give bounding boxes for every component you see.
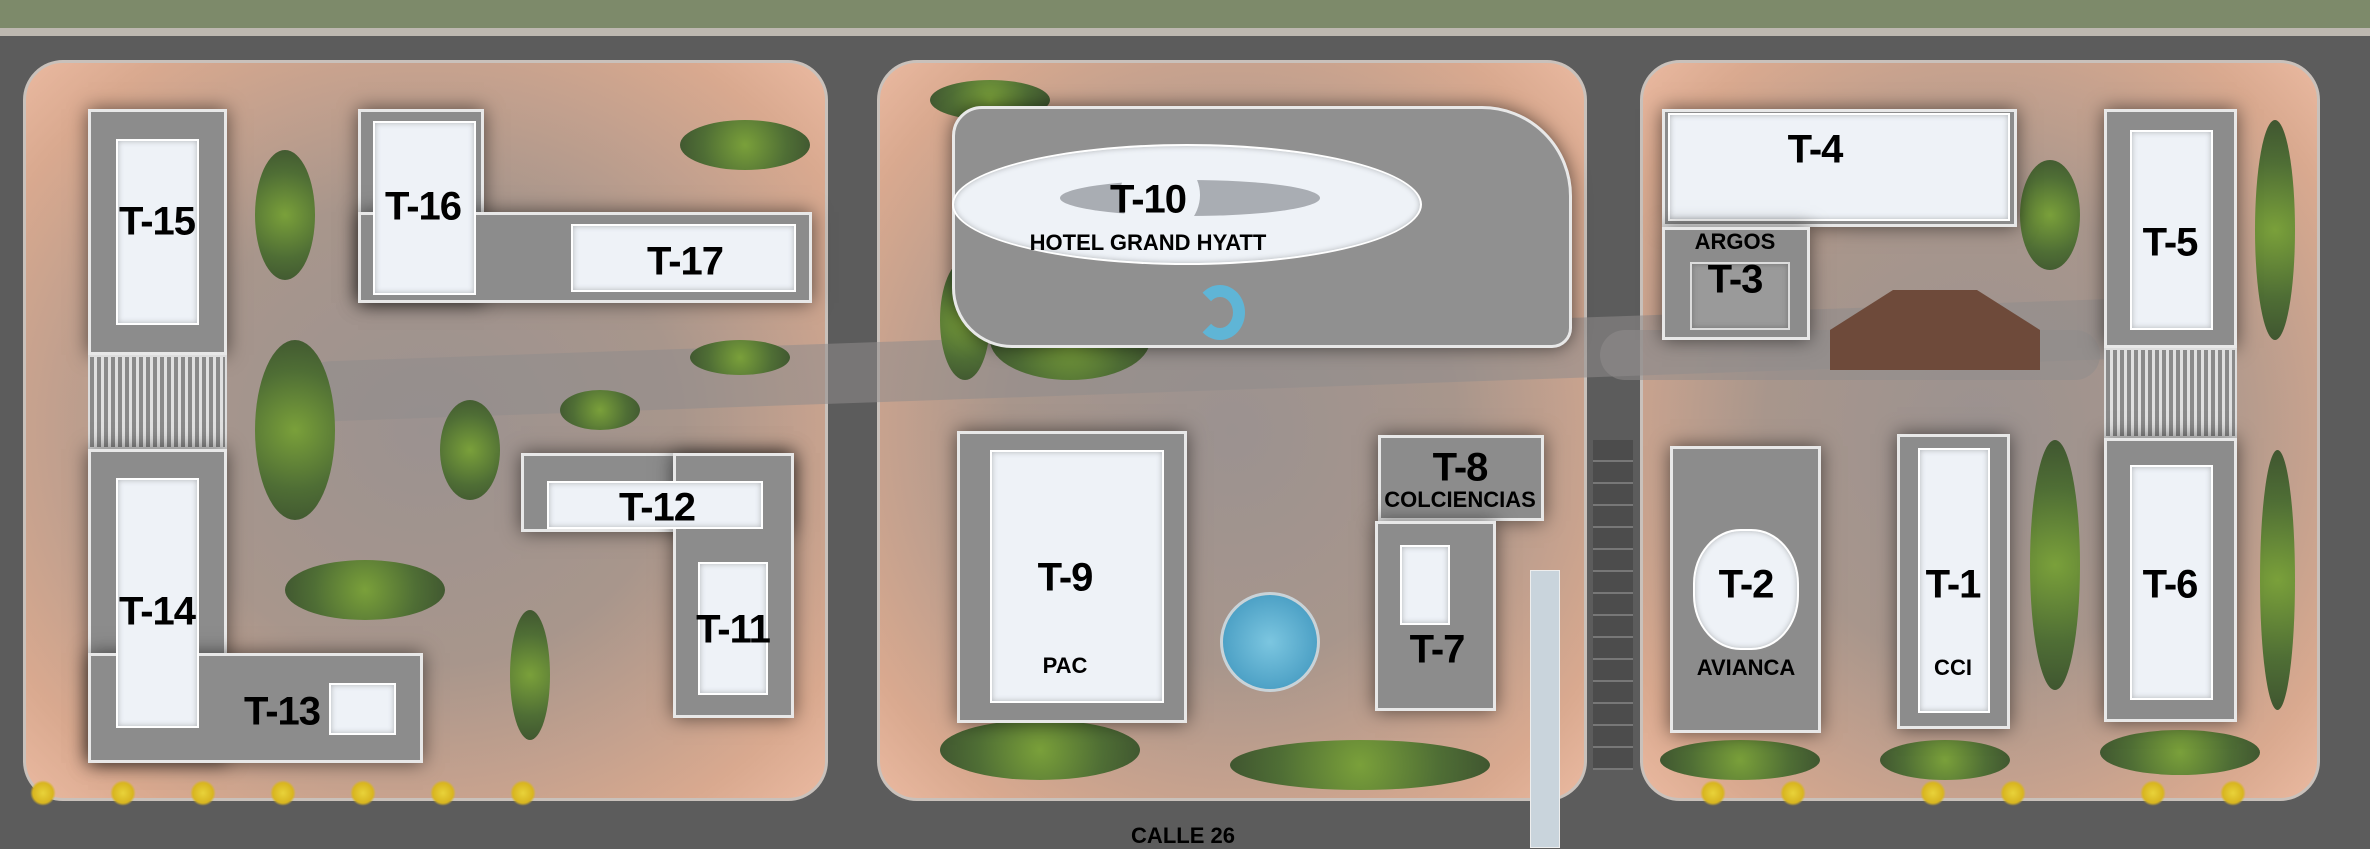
roof-t13 [329, 683, 396, 735]
planter [440, 400, 500, 500]
roof-t15 [116, 139, 199, 325]
label-t12: T-12 [618, 485, 696, 530]
label-t10: T-10 [1109, 177, 1187, 222]
roof-t4 [1668, 113, 2010, 221]
street-tree [350, 780, 376, 806]
label-colciencias: COLCIENCIAS [1384, 487, 1536, 512]
label-argos: ARGOS [1694, 229, 1776, 254]
street-tree [30, 780, 56, 806]
street-label-calle-26: CALLE 26 [1131, 823, 1235, 848]
label-t5: T-5 [2142, 220, 2199, 265]
roof-t5 [2130, 130, 2213, 330]
planter [2255, 120, 2295, 340]
planter [510, 610, 550, 740]
skybridge-t5-t6 [2104, 348, 2237, 438]
roof-t2 [1693, 529, 1799, 650]
roof-t3 [1690, 262, 1790, 330]
planter [1880, 740, 2010, 780]
label-hotel-grand-hyatt: HOTEL GRAND HYATT [1029, 230, 1267, 255]
street-tree [1920, 780, 1946, 806]
planter [1660, 740, 1820, 780]
label-t1: T-1 [1925, 562, 1982, 607]
roof-t9 [990, 450, 1164, 703]
street-tree [1780, 780, 1806, 806]
label-t9: T-9 [1037, 555, 1094, 600]
pool-hotel [1195, 285, 1245, 340]
roof-t6 [2130, 465, 2213, 700]
label-t17: T-17 [646, 239, 724, 284]
sidewalk-top [0, 28, 2370, 36]
planter [2020, 160, 2080, 270]
label-t7: T-7 [1409, 627, 1466, 672]
park-strip-top [0, 0, 2370, 28]
building-t8[interactable] [1378, 435, 1544, 521]
skybridge-t15-t14 [88, 355, 227, 449]
label-t16: T-16 [384, 184, 462, 229]
roof-t7 [1400, 545, 1450, 625]
fountain [1220, 592, 1320, 692]
street-tree [190, 780, 216, 806]
label-t13: T-13 [243, 689, 321, 734]
planter [560, 390, 640, 430]
planter [255, 150, 315, 280]
street-tree [110, 780, 136, 806]
roof-t14 [116, 478, 199, 728]
roof-t12 [547, 481, 763, 529]
planter [1230, 740, 1490, 790]
label-t8: T-8 [1432, 445, 1489, 490]
parking-lane [1593, 440, 1633, 770]
roof-t17 [571, 224, 796, 292]
street-tree [270, 780, 296, 806]
label-t11: T-11 [696, 607, 771, 652]
street-tree [2140, 780, 2166, 806]
street-tree [2000, 780, 2026, 806]
pedestrian-bridge [1530, 570, 1560, 848]
roof-t16 [373, 121, 476, 295]
roof-t11 [698, 562, 768, 695]
planter [2030, 440, 2080, 690]
label-pac: PAC [1042, 653, 1088, 678]
label-t2: T-2 [1718, 562, 1775, 607]
planter [680, 120, 810, 170]
planter [2100, 730, 2260, 775]
label-t3: T-3 [1707, 257, 1764, 302]
planter [255, 340, 335, 520]
label-t15: T-15 [118, 199, 196, 244]
planter [690, 340, 790, 375]
street-tree [1700, 780, 1726, 806]
label-avianca: AVIANCA [1696, 655, 1796, 680]
label-t14: T-14 [118, 589, 196, 634]
planter [2260, 450, 2295, 710]
label-t6: T-6 [2142, 562, 2199, 607]
roof-t1 [1918, 448, 1990, 713]
label-cci: CCI [1934, 655, 1972, 680]
label-circle-t10 [1120, 155, 1200, 235]
street-tree [510, 780, 536, 806]
street-tree [430, 780, 456, 806]
label-t4: T-4 [1787, 127, 1844, 172]
planter [940, 720, 1140, 780]
planter [285, 560, 445, 620]
street-tree [2220, 780, 2246, 806]
